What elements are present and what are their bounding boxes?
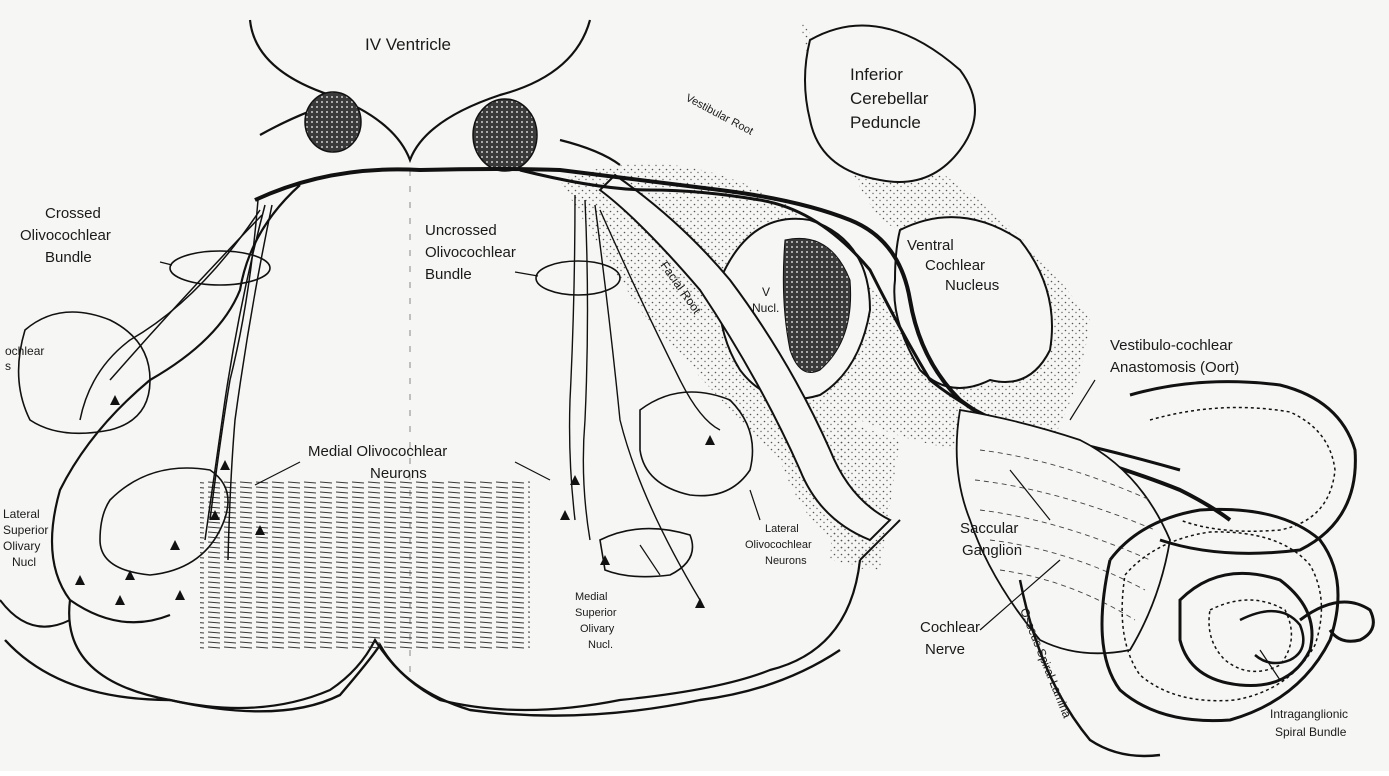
vcn-line-3: Nucleus <box>945 277 999 294</box>
crossed-line-1: Crossed <box>45 205 101 222</box>
crossed-bundle-ellipse <box>170 251 270 285</box>
left-dark-nucleus <box>305 92 361 152</box>
intraganglionic-spiral-bundle-label: Intraganglionic Spiral Bundle <box>1270 707 1348 739</box>
lso-line-3: Olivary <box>3 539 40 553</box>
sg-line-1: Saccular <box>960 520 1018 537</box>
msn-line-3: Olivary <box>580 623 615 635</box>
uncrossed-line-2: Olivocochlear <box>425 244 516 261</box>
reticular-hatch <box>200 480 530 650</box>
medial-superior-olivary-nucl-label: Medial Superior Olivary Nucl. <box>575 591 617 651</box>
uncrossed-bundle-ellipse <box>536 261 620 295</box>
uncrossed-line-3: Bundle <box>425 266 472 283</box>
cnerve-line-2: Nerve <box>925 641 965 658</box>
isb-line-1: Intraganglionic <box>1270 707 1348 721</box>
lateral-olivocochlear-neurons-label: Lateral Olivocochlear Neurons <box>745 523 812 567</box>
cn-partial-line-2: s <box>5 359 11 373</box>
icp-line-2: Cerebellar <box>850 89 929 108</box>
vca-line-2: Anastomosis (Oort) <box>1110 359 1239 376</box>
vestibular-root-label: Vestibular Root <box>684 92 756 138</box>
medial-olivocochlear-neurons-label: Medial Olivocochlear Neurons <box>308 443 447 482</box>
msn-line-2: Superior <box>575 607 617 619</box>
bottom-contour <box>5 640 840 716</box>
lso-line-2: Superior <box>3 523 48 537</box>
vestibulo-cochlear-anastomosis-label: Vestibulo-cochlear Anastomosis (Oort) <box>1110 337 1239 376</box>
crossed-line-2: Olivocochlear <box>20 227 111 244</box>
vcn-line-1: Ventral <box>907 237 954 254</box>
sg-line-2: Ganglion <box>962 542 1022 559</box>
cn-partial-line-1: ochlear <box>5 344 44 358</box>
vcn-line-2: Cochlear <box>925 257 985 274</box>
cochlear-nucleus-partial-label: ochlear s <box>5 344 44 373</box>
crossed-line-3: Bundle <box>45 249 92 266</box>
cochlear-nerve-label: Cochlear Nerve <box>920 619 980 658</box>
lso-line-1: Lateral <box>3 507 40 521</box>
crossed-bundle-label: Crossed Olivocochlear Bundle <box>20 205 111 266</box>
v-nucl-line-2: Nucl. <box>752 301 779 315</box>
mon-line-1: Medial Olivocochlear <box>308 443 447 460</box>
msn-line-1: Medial <box>575 591 607 603</box>
vca-line-1: Vestibulo-cochlear <box>1110 337 1233 354</box>
lso-line-4: Nucl <box>12 555 36 569</box>
cnerve-line-1: Cochlear <box>920 619 980 636</box>
mon-line-2: Neurons <box>370 465 427 482</box>
lon-line-2: Olivocochlear <box>745 539 812 551</box>
icp-line-1: Inferior <box>850 65 903 84</box>
uncrossed-bundle-label: Uncrossed Olivocochlear Bundle <box>425 222 516 283</box>
v-nucl-line-1: V <box>762 285 770 299</box>
iv-ventricle-label: IV Ventricle <box>365 35 451 54</box>
right-dark-nucleus <box>473 99 537 171</box>
left-lso-outline <box>19 312 150 433</box>
msn-line-4: Nucl. <box>588 639 613 651</box>
lateral-superior-olivary-nucl-label: Lateral Superior Olivary Nucl <box>3 507 48 569</box>
lon-line-3: Neurons <box>765 555 807 567</box>
icp-line-3: Peduncle <box>850 113 921 132</box>
isb-line-2: Spiral Bundle <box>1275 725 1347 739</box>
uncrossed-line-1: Uncrossed <box>425 222 497 239</box>
lon-line-1: Lateral <box>765 523 799 535</box>
right-mso-outline <box>600 529 693 577</box>
